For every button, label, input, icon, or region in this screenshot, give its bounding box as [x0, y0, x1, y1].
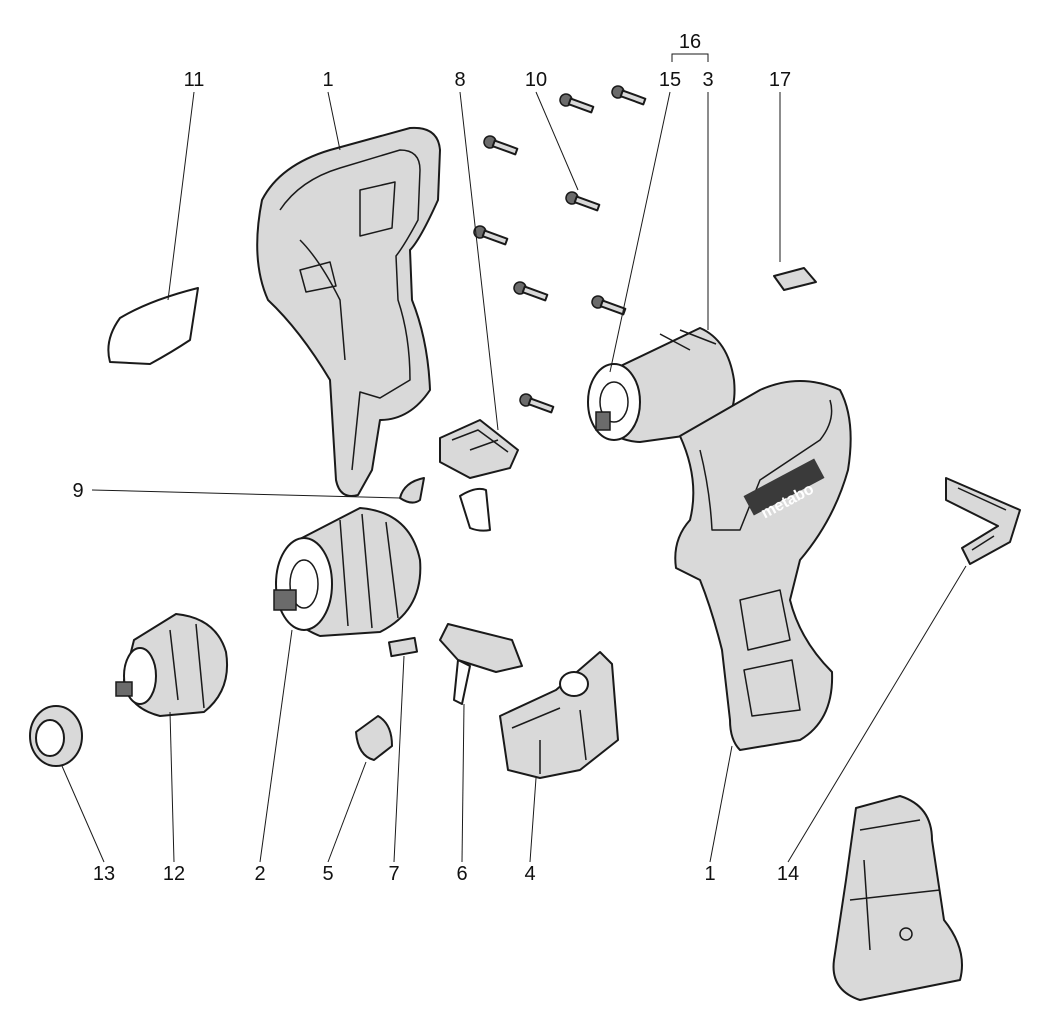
part-5-button-cap — [355, 715, 393, 761]
label-15: 15 — [659, 69, 681, 91]
part-9-clips — [399, 477, 491, 532]
label-9: 9 — [72, 480, 83, 502]
label-14: 14 — [777, 863, 799, 885]
label-5: 5 — [322, 863, 333, 885]
label-1-top: 1 — [322, 69, 333, 91]
label-1-bottom: 1 — [704, 863, 715, 885]
part-1-housing-right-half: metabo — [674, 380, 852, 751]
label-4: 4 — [524, 863, 535, 885]
part-10-screws — [473, 85, 647, 414]
battery-pack — [832, 795, 963, 1001]
part-2-gearbox — [273, 507, 422, 637]
label-12: 12 — [163, 863, 185, 885]
part-11-label-sticker — [107, 287, 199, 365]
part-15-3-motor — [587, 327, 736, 443]
label-6: 6 — [456, 863, 467, 885]
part-14-belt-clip — [945, 477, 1021, 565]
part-8-switch-slider — [439, 419, 519, 479]
part-6-rocker-lever — [439, 623, 523, 705]
part-7-contact — [387, 636, 419, 658]
part-12-chuck — [115, 613, 228, 717]
part-1-housing-left-half — [256, 126, 441, 497]
label-10: 10 — [525, 69, 547, 91]
label-2: 2 — [254, 863, 265, 885]
label-11: 11 — [184, 69, 205, 91]
leader-lines — [61, 53, 967, 863]
label-3: 3 — [702, 69, 713, 91]
label-17: 17 — [769, 69, 791, 91]
label-16: 16 — [679, 31, 701, 53]
part-number-labels: 11 1 8 10 16 15 3 17 9 13 12 2 5 7 6 4 1… — [72, 31, 799, 885]
label-7: 7 — [388, 863, 399, 885]
label-8: 8 — [454, 69, 465, 91]
part-4-trigger-switch — [499, 651, 619, 779]
label-13: 13 — [93, 863, 115, 885]
part-13-nut — [29, 705, 83, 767]
part-17-pad — [773, 267, 817, 291]
